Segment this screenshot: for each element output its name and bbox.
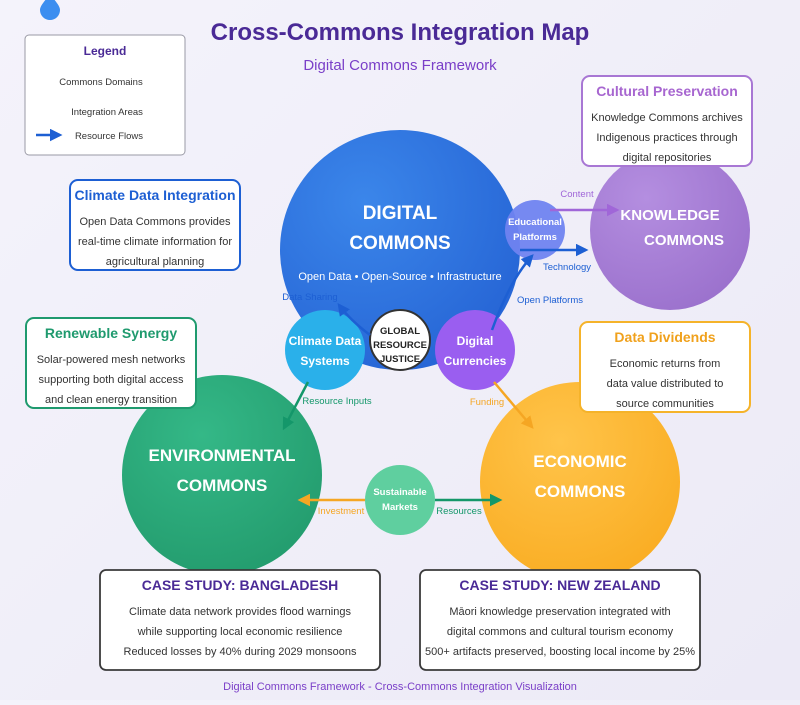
svg-text:Indigenous practices through: Indigenous practices through bbox=[596, 132, 737, 144]
svg-text:ECONOMIC: ECONOMIC bbox=[533, 452, 627, 471]
knowledge-commons: KNOWLEDGE COMMONS bbox=[590, 150, 750, 310]
svg-text:while supporting local economi: while supporting local economic resilien… bbox=[137, 626, 343, 638]
flow-content-label: Content bbox=[560, 189, 594, 200]
svg-text:JUSTICE: JUSTICE bbox=[380, 354, 420, 365]
flow-data-sharing-arrow bbox=[337, 302, 371, 336]
svg-text:Educational: Educational bbox=[508, 217, 562, 228]
svg-text:COMMONS: COMMONS bbox=[177, 476, 268, 495]
callout-climate-data-integration: Climate Data Integration Open Data Commo… bbox=[69, 179, 241, 271]
svg-text:Climate Data Integration: Climate Data Integration bbox=[74, 187, 235, 203]
svg-text:Economic returns from: Economic returns from bbox=[610, 358, 721, 370]
flow-funding-arrow bbox=[493, 381, 534, 429]
svg-text:Climate Data: Climate Data bbox=[289, 334, 362, 348]
svg-text:Currencies: Currencies bbox=[444, 354, 507, 368]
page-title: Cross-Commons Integration Map bbox=[211, 19, 590, 46]
legend-item-domains: Commons Domains bbox=[59, 77, 143, 88]
legend-item-integration: Integration Areas bbox=[71, 107, 143, 118]
svg-text:source communities: source communities bbox=[616, 398, 714, 410]
flow-funding-label: Funding bbox=[470, 397, 504, 408]
svg-text:Platforms: Platforms bbox=[513, 232, 557, 243]
svg-text:digital commons and cultural t: digital commons and cultural tourism eco… bbox=[447, 626, 674, 638]
flow-data-sharing-label: Data Sharing bbox=[282, 292, 337, 303]
digital-commons-sub: Open Data • Open-Source • Infrastructure bbox=[298, 271, 501, 283]
environmental-commons: ENVIRONMENTAL COMMONS bbox=[122, 375, 322, 575]
svg-text:data value distributed to: data value distributed to bbox=[607, 378, 724, 390]
legend-title: Legend bbox=[84, 44, 127, 58]
droplet-icon bbox=[40, 0, 60, 20]
svg-text:agricultural planning: agricultural planning bbox=[106, 256, 204, 268]
svg-text:GLOBAL: GLOBAL bbox=[380, 326, 420, 337]
svg-text:DIGITAL: DIGITAL bbox=[363, 203, 438, 224]
economic-commons: ECONOMIC COMMONS bbox=[480, 382, 680, 582]
svg-text:Data Dividends: Data Dividends bbox=[614, 329, 715, 345]
svg-text:supporting both digital access: supporting both digital access bbox=[39, 374, 184, 386]
flow-open-platforms-label: Open Platforms bbox=[517, 295, 583, 306]
svg-text:real-time climate information: real-time climate information for bbox=[78, 236, 232, 248]
svg-text:COMMONS: COMMONS bbox=[349, 233, 450, 254]
callout-renewable-synergy: Renewable Synergy Solar-powered mesh net… bbox=[25, 317, 197, 409]
svg-text:Reduced losses by 40% during 2: Reduced losses by 40% during 2029 monsoo… bbox=[124, 646, 357, 658]
svg-text:COMMONS: COMMONS bbox=[535, 482, 626, 501]
svg-text:Markets: Markets bbox=[382, 502, 418, 513]
svg-text:COMMONS: COMMONS bbox=[644, 232, 724, 249]
flow-investment-label: Investment bbox=[318, 506, 365, 517]
callout-cultural-preservation: Cultural Preservation Knowledge Commons … bbox=[581, 75, 753, 167]
legend-item-flows: Resource Flows bbox=[75, 131, 143, 142]
callout-data-dividends: Data Dividends Economic returns from dat… bbox=[579, 321, 751, 413]
node-global-resource-justice: GLOBAL RESOURCE JUSTICE bbox=[369, 309, 431, 371]
flow-resources-label: Resources bbox=[436, 506, 482, 517]
svg-text:Open Data Commons provides: Open Data Commons provides bbox=[79, 216, 231, 228]
svg-text:CASE STUDY: BANGLADESH: CASE STUDY: BANGLADESH bbox=[142, 577, 339, 593]
svg-text:500+ artifacts preserved, boos: 500+ artifacts preserved, boosting local… bbox=[425, 646, 695, 658]
svg-text:Renewable Synergy: Renewable Synergy bbox=[45, 325, 177, 341]
svg-text:Sustainable: Sustainable bbox=[373, 487, 426, 498]
page-footer: Digital Commons Framework - Cross-Common… bbox=[223, 681, 577, 693]
legend: Legend Commons Domains Integration Areas… bbox=[24, 34, 186, 156]
svg-text:KNOWLEDGE: KNOWLEDGE bbox=[620, 207, 719, 224]
node-climate-data-systems: Climate Data Systems bbox=[285, 310, 365, 390]
svg-text:Digital: Digital bbox=[457, 334, 494, 348]
svg-text:CASE STUDY: NEW ZEALAND: CASE STUDY: NEW ZEALAND bbox=[459, 577, 660, 593]
svg-text:Māori knowledge preservation i: Māori knowledge preservation integrated … bbox=[449, 606, 670, 618]
flow-resource-inputs-arrow bbox=[282, 381, 310, 431]
flow-open-platforms-arrow bbox=[490, 254, 534, 331]
page-subtitle: Digital Commons Framework bbox=[303, 57, 497, 74]
case-study-bangladesh: CASE STUDY: BANGLADESH Climate data netw… bbox=[99, 569, 381, 671]
svg-text:digital repositories: digital repositories bbox=[623, 152, 712, 164]
node-sustainable-markets: Sustainable Markets bbox=[365, 465, 435, 535]
svg-text:and clean energy transition: and clean energy transition bbox=[45, 394, 177, 406]
svg-text:Solar-powered mesh networks: Solar-powered mesh networks bbox=[37, 354, 186, 366]
node-educational-platforms: Educational Platforms bbox=[505, 200, 565, 260]
flow-technology-label: Technology bbox=[543, 262, 591, 273]
node-digital-currencies: Digital Currencies bbox=[435, 310, 515, 390]
flow-resource-inputs-label: Resource Inputs bbox=[302, 396, 371, 407]
svg-text:Climate data network provides: Climate data network provides flood warn… bbox=[129, 606, 351, 618]
svg-text:RESOURCE: RESOURCE bbox=[373, 340, 427, 351]
svg-text:Cultural Preservation: Cultural Preservation bbox=[596, 83, 738, 99]
svg-text:ENVIRONMENTAL: ENVIRONMENTAL bbox=[148, 446, 295, 465]
case-study-new-zealand: CASE STUDY: NEW ZEALAND Māori knowledge … bbox=[419, 569, 701, 671]
svg-text:Systems: Systems bbox=[300, 354, 350, 368]
svg-text:Knowledge Commons archives: Knowledge Commons archives bbox=[591, 112, 743, 124]
